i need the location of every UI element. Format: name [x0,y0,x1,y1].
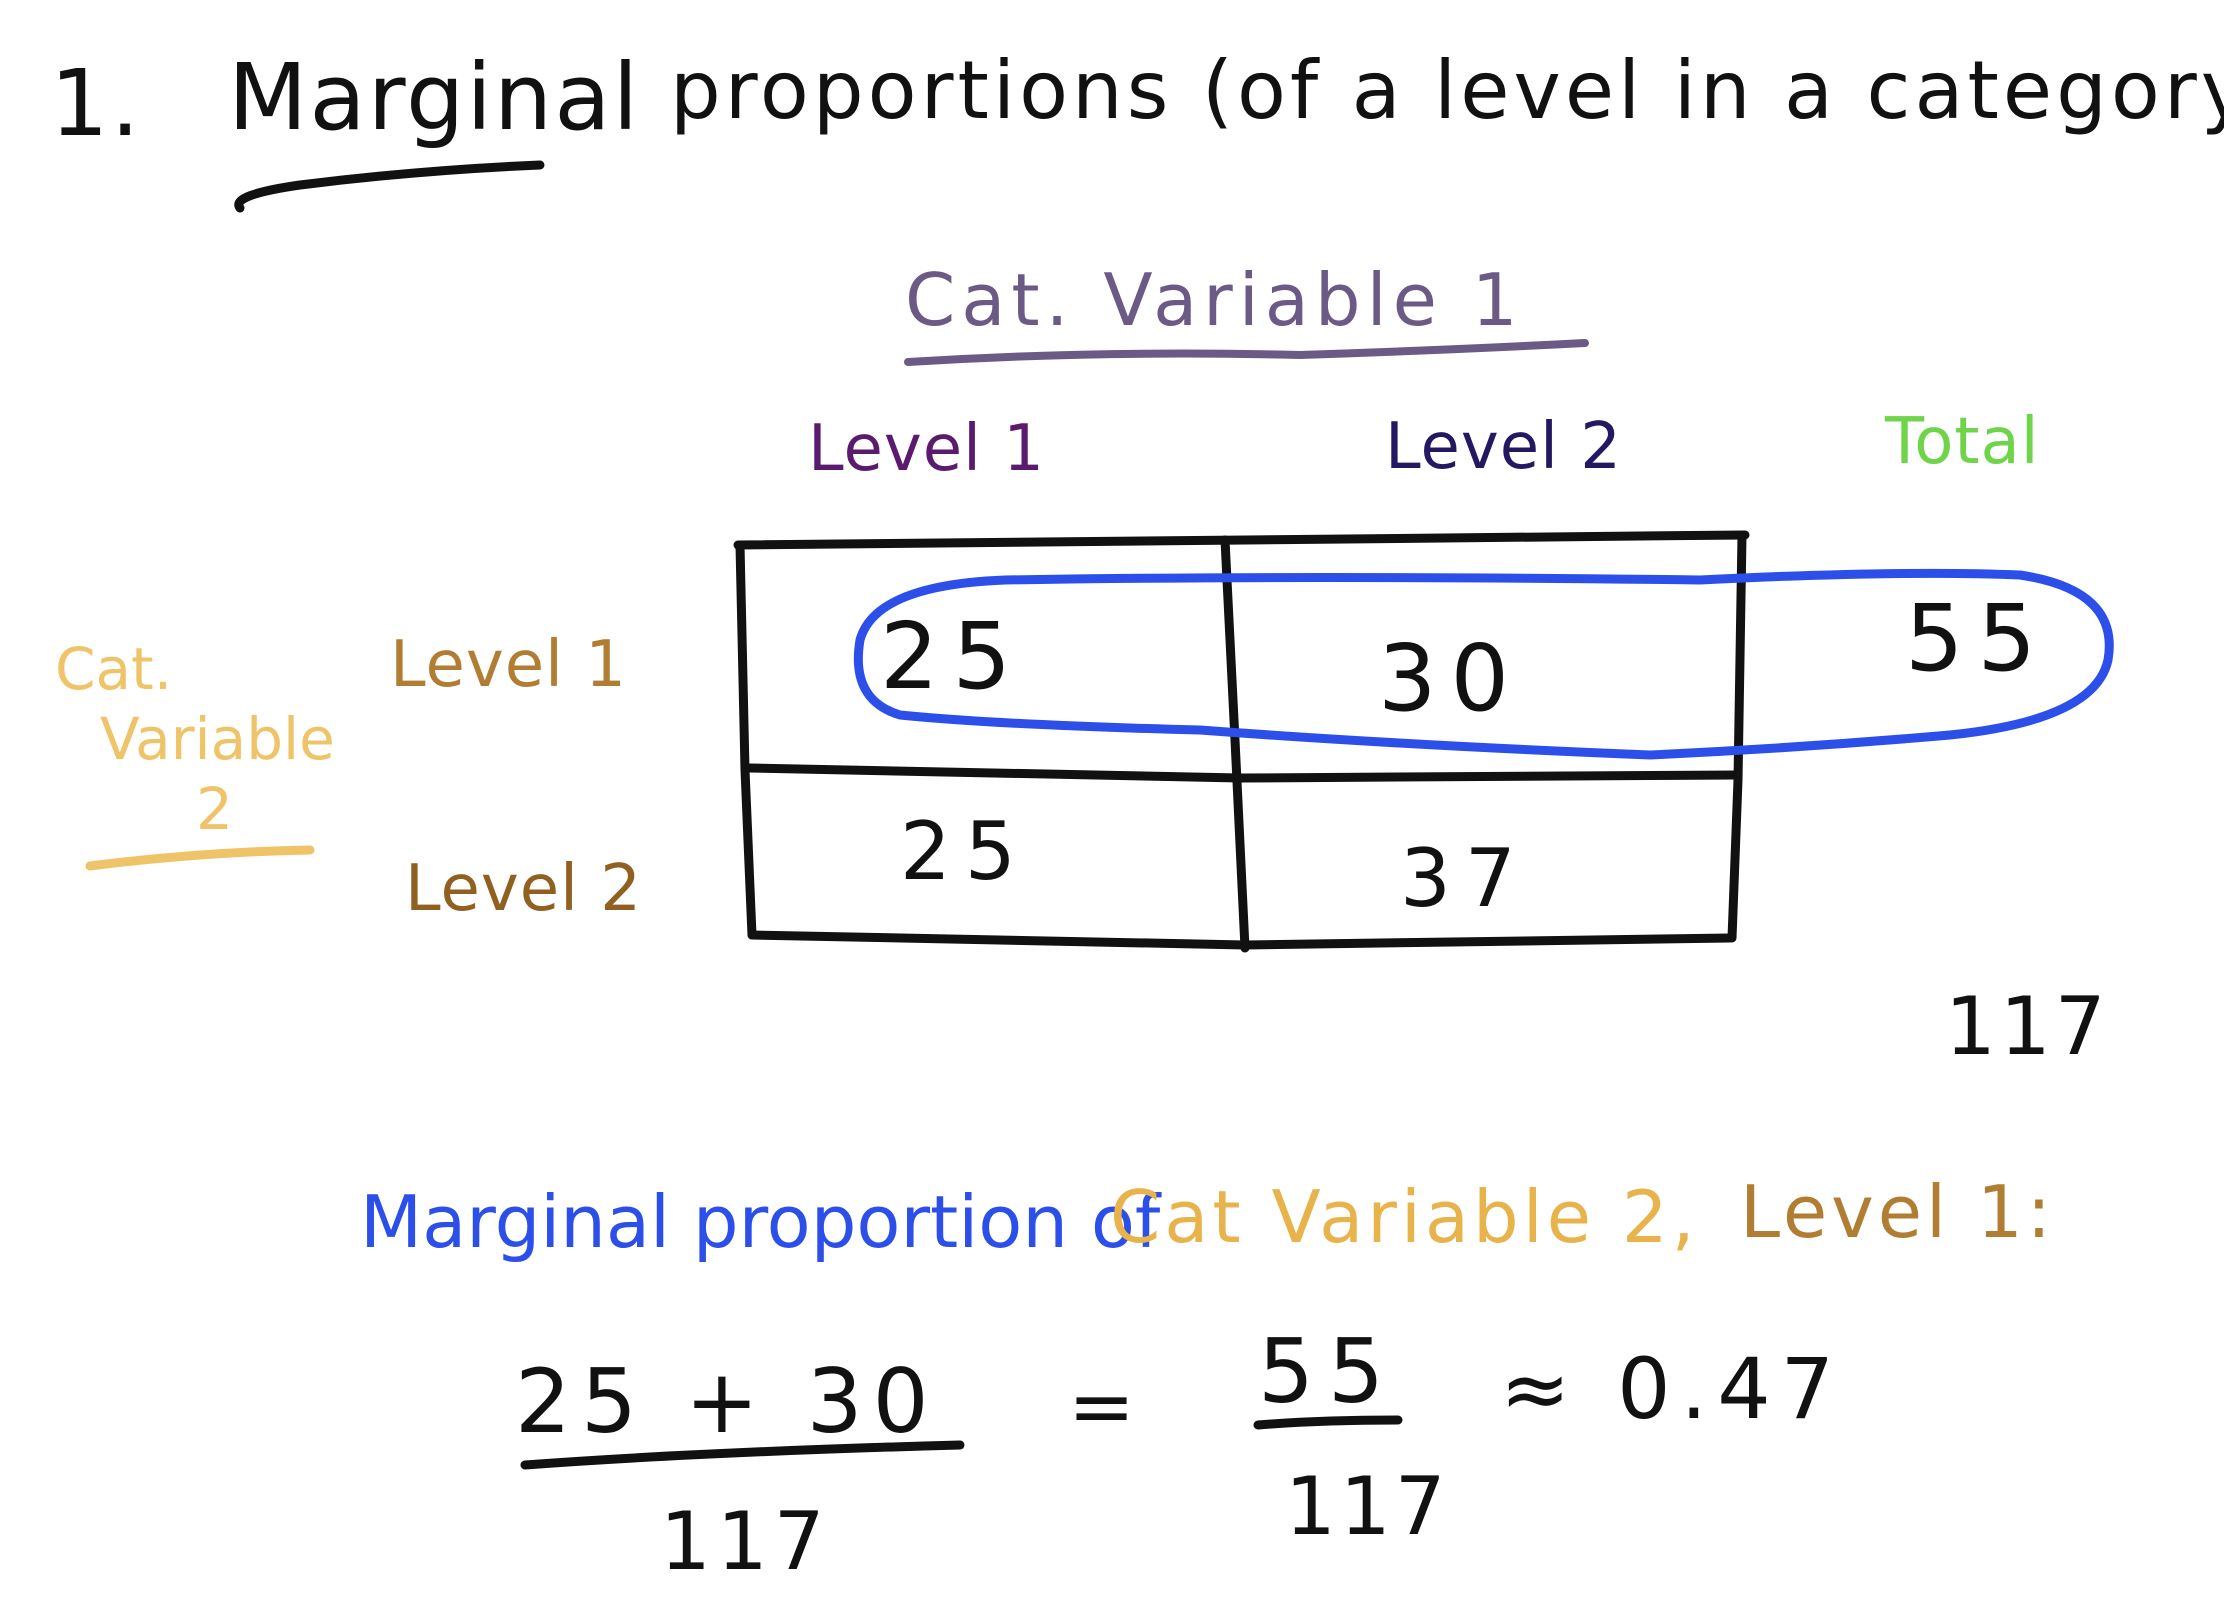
fraction-bar-1 [520,1440,965,1470]
row-1-highlight-loop [853,568,2114,760]
cell-r2-c1: 25 [900,805,1030,898]
equation-equals: = [1068,1360,1150,1453]
equation-fraction2-denominator: 117 [1285,1460,1450,1553]
row-header-level-1: Level 1 [390,628,627,702]
column-header-level-1: Level 1 [808,412,1045,486]
column-variable-underline [904,339,1589,366]
column-header-total: Total [1885,405,2040,479]
row-variable-title-line1: Cat. [55,635,173,703]
caption-level: Level 1: [1740,1170,2056,1254]
equation-numerator: 25 + 30 [515,1350,939,1453]
grand-total: 117 [1945,980,2110,1073]
column-variable-title: Cat. Variable 1 [905,258,1524,342]
cell-r1-c2: 30 [1378,625,1524,732]
row-header-level-2: Level 2 [405,852,642,926]
cell-r2-c2: 37 [1400,832,1530,925]
cell-r1-c1: 25 [880,603,1026,710]
caption-marginal-proportion: Marginal proportion of [360,1180,1161,1264]
heading-term: Marginal [228,44,641,151]
section-number: 1. [50,50,142,157]
equation-denominator: 117 [660,1495,831,1588]
caption-variable: Cat Variable 2, [1110,1175,1699,1259]
equation-approximation: ≈ 0.47 [1500,1340,1845,1438]
row-variable-title-line3: 2 [196,775,233,843]
equation-fraction2-numerator: 55 [1258,1320,1398,1423]
heading-underline [234,160,545,213]
fraction-bar-2 [1253,1415,1403,1430]
column-header-level-2: Level 2 [1385,410,1622,484]
table-grid [733,530,1750,953]
row-variable-title-line2: Variable [100,705,335,773]
cell-r1-total: 55 [1905,585,2051,692]
row-variable-underline [85,845,315,871]
heading-text: proportions (of a level in a category) [670,44,2224,137]
